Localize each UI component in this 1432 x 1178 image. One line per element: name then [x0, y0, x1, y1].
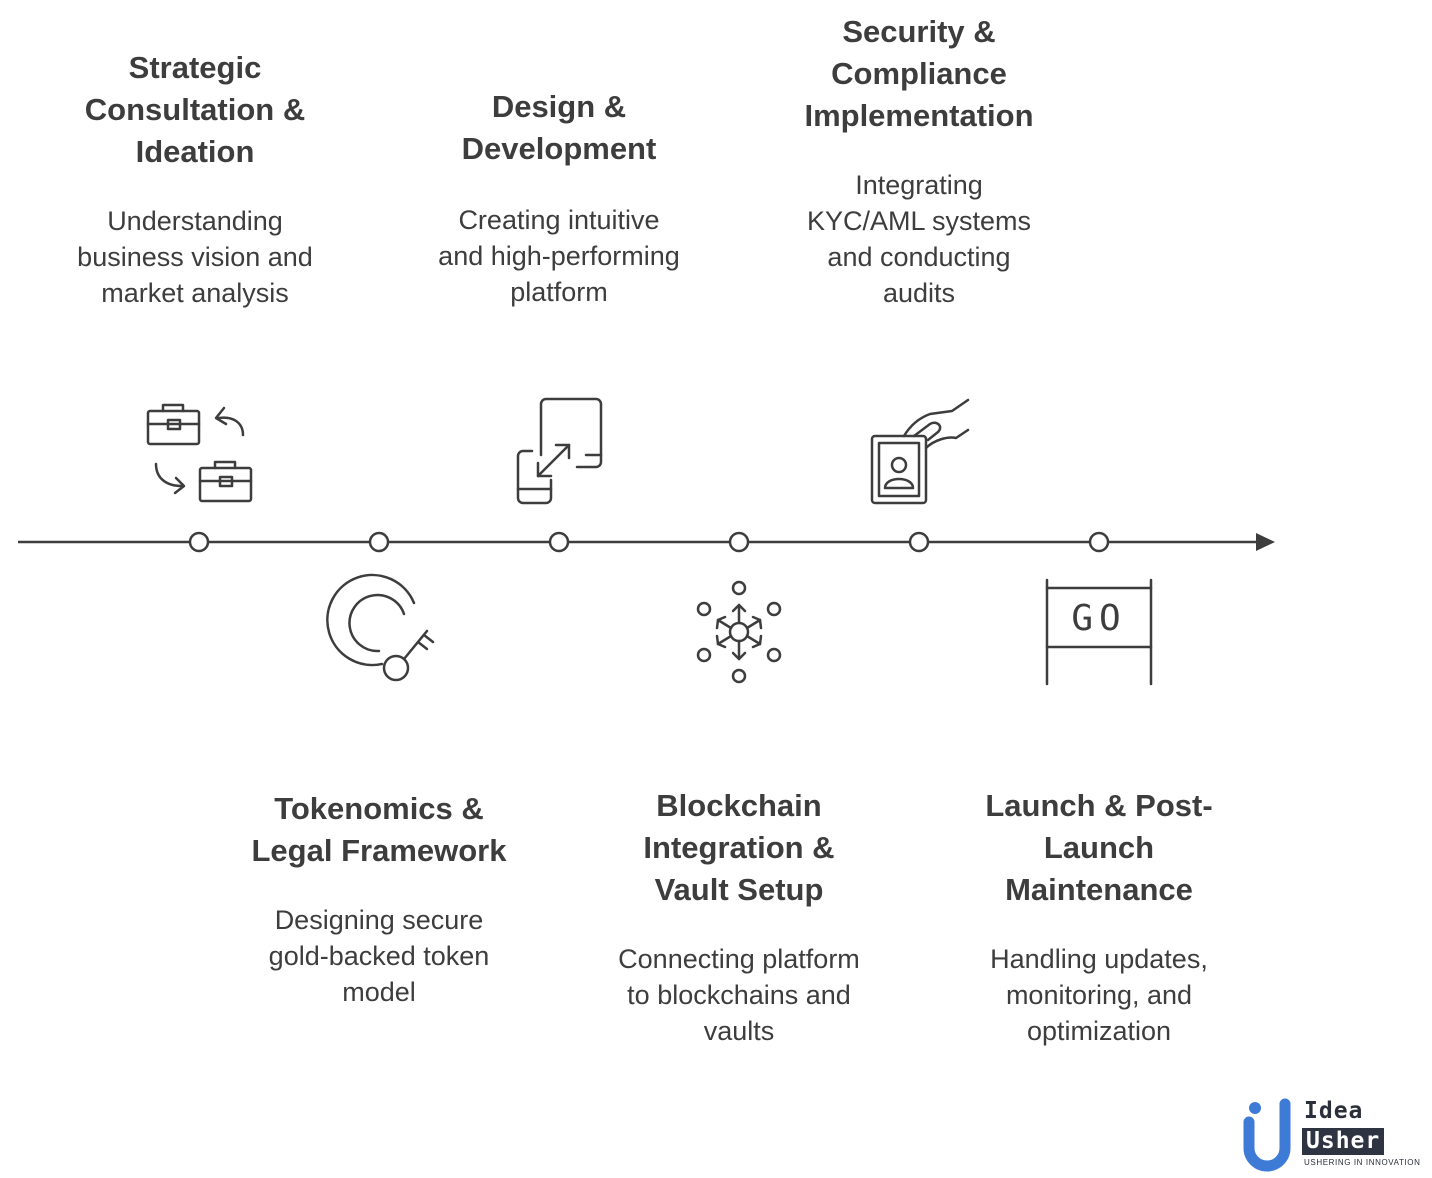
step-tokenomics-legal: Tokenomics &Legal Framework Designing se…: [214, 788, 544, 1010]
step-title: Design &Development: [461, 89, 657, 166]
timeline-markers: [188, 531, 1110, 553]
logo-mark-icon: [1243, 1098, 1291, 1172]
brand-logo: Idea Usher USHERING IN INNOVATION: [1244, 1098, 1424, 1174]
go-sign-text: GO: [1071, 598, 1126, 639]
network-hub-icon: [696, 580, 782, 684]
timeline-marker-2: [368, 531, 390, 553]
step-title: Tokenomics &Legal Framework: [251, 791, 507, 868]
id-card-hand-icon: [870, 398, 970, 505]
timeline-marker-3: [548, 531, 570, 553]
logo-word-idea: Idea: [1304, 1098, 1364, 1124]
timeline-axis: [18, 533, 1275, 551]
timeline-marker-1: [188, 531, 210, 553]
logo-tagline: USHERING IN INNOVATION: [1304, 1158, 1421, 1167]
go-sign-icon: GO: [1045, 578, 1153, 686]
timeline-arrowhead: [1256, 533, 1275, 551]
timeline-marker-5: [908, 531, 930, 553]
key-circle-icon: [326, 573, 435, 682]
timeline-marker-6: [1088, 531, 1110, 553]
responsive-resize-icon: [516, 397, 603, 505]
briefcase-exchange-icon: [146, 403, 253, 503]
logo-word-usher: Usher: [1302, 1128, 1385, 1155]
timeline-marker-4: [728, 531, 750, 553]
